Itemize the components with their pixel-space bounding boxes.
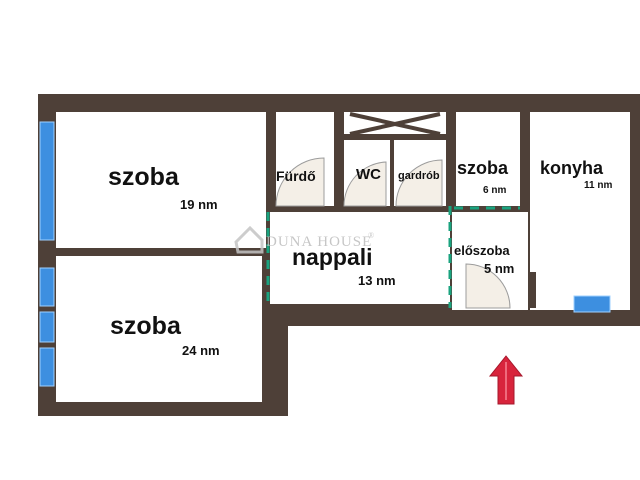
door-furdo	[275, 157, 325, 207]
floor-nappali	[270, 212, 450, 304]
room-furdo-name: Fürdő	[276, 168, 316, 184]
room-labels: szoba 19 nm szoba 24 nm Fürdő WC gardrób…	[108, 158, 612, 358]
wall-bath-stub	[266, 112, 276, 212]
room-gardrob-name: gardrób	[398, 170, 440, 182]
window-szoba-2-c	[39, 347, 55, 387]
window-konyha	[573, 295, 611, 313]
window-szoba-2-b	[39, 311, 55, 343]
open-passages	[266, 206, 520, 308]
door-swings	[275, 157, 511, 309]
watermark-brand: DUNA HOUSE	[266, 234, 372, 250]
shaft-cross-icon	[349, 112, 441, 136]
house-logo-icon	[234, 225, 264, 254]
door-eloszoba	[465, 263, 511, 309]
floor-konyha	[530, 112, 630, 310]
floor-szoba-2	[56, 256, 262, 402]
wall-kitchen-divider	[520, 112, 530, 204]
wall-nappali-south	[262, 304, 452, 326]
room-szoba-2-name: szoba	[110, 312, 182, 340]
floor-szoba-3	[456, 112, 520, 206]
wall-gardrob-right	[446, 112, 456, 212]
window-szoba-2-a	[39, 267, 55, 307]
room-konyha-area: 11 nm	[584, 180, 612, 191]
door-gardrob	[395, 159, 443, 207]
wall-wc-gardrob	[390, 140, 394, 212]
room-nappali-name: nappali	[292, 244, 373, 270]
watermark-mark: ®	[368, 231, 375, 240]
room-szoba-1-area: 19 nm	[180, 197, 218, 212]
room-eloszoba-area: 5 nm	[484, 261, 514, 276]
wall-bath-bottom	[276, 206, 446, 212]
window-szoba-1	[39, 121, 55, 241]
windows	[39, 121, 611, 387]
wall-szoba-divider	[56, 248, 268, 256]
floor-szoba-1	[56, 112, 266, 248]
interior-walls	[56, 112, 536, 326]
room-eloszoba-name: előszoba	[454, 243, 510, 258]
wall-shaft-bottom	[344, 134, 446, 140]
room-wc-name: WC	[356, 166, 381, 183]
watermark: DUNA HOUSE ®	[234, 225, 375, 254]
room-nappali-area: 13 nm	[358, 273, 396, 288]
room-szoba-3-name: szoba	[457, 158, 509, 178]
entrance-arrow-icon	[488, 355, 524, 405]
room-konyha-name: konyha	[540, 158, 604, 178]
wall-hall-stub	[528, 272, 536, 308]
room-szoba-3-area: 6 nm	[483, 185, 506, 196]
room-szoba-2-area: 24 nm	[182, 343, 220, 358]
room-szoba-1-name: szoba	[108, 163, 180, 191]
door-wc	[343, 161, 387, 207]
wall-wc-left	[334, 112, 344, 212]
